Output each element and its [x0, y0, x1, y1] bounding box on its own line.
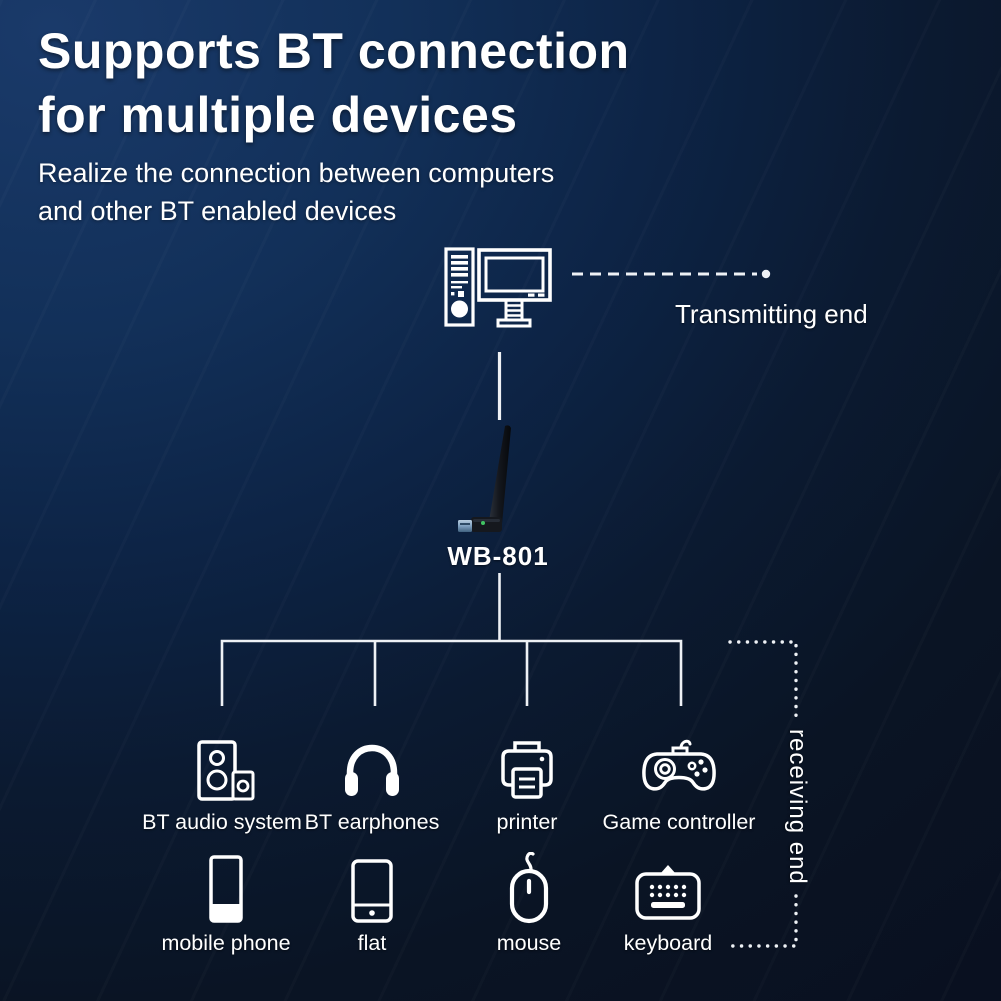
page-title-line1: Supports BT connection	[38, 23, 630, 79]
page-subtitle-line1: Realize the connection between computers	[38, 158, 555, 188]
device-mouse: mouse	[439, 852, 619, 956]
device-label: BT earphones	[304, 810, 440, 834]
transmitting-end-label: Transmitting end	[675, 299, 868, 329]
headphones-icon	[340, 731, 404, 803]
keyboard-icon	[632, 852, 704, 924]
printer-icon	[495, 731, 559, 803]
gamepad-icon	[641, 731, 717, 803]
adapter-antenna	[489, 425, 511, 524]
speaker-icon	[187, 731, 257, 803]
desktop-computer-icon	[444, 247, 552, 328]
receiving-bracket-bottom	[729, 894, 798, 948]
device-label: Game controller	[602, 810, 756, 834]
mouse-icon	[497, 852, 561, 924]
receiving-bracket-top	[728, 640, 798, 722]
device-flat: flat	[282, 852, 462, 956]
usb-antenna-adapter	[458, 425, 511, 532]
page-title-line2: for multiple devices	[38, 87, 518, 143]
device-label: mobile phone	[161, 931, 291, 955]
device-label: BT audio system	[142, 810, 302, 834]
device-mobile-phone: mobile phone	[136, 852, 316, 956]
adapter-usb-plug	[458, 520, 472, 532]
transmit-dot	[761, 269, 771, 279]
page-subtitle-line2: and other BT enabled devices	[38, 196, 397, 226]
tablet-icon	[340, 852, 404, 924]
device-label: flat	[357, 931, 387, 955]
device-bt-audio-system: BT audio system	[132, 731, 312, 835]
branch-lines	[220, 639, 683, 706]
device-label: mouse	[496, 931, 562, 955]
device-printer: printer	[437, 731, 617, 835]
device-label: printer	[496, 810, 558, 834]
device-label: keyboard	[623, 931, 713, 955]
adapter-model-label: WB-801	[447, 541, 549, 571]
adapter-led	[481, 521, 485, 525]
mobile-phone-icon	[194, 852, 258, 924]
device-bt-earphones: BT earphones	[282, 731, 462, 835]
device-keyboard: keyboard	[578, 852, 758, 956]
receiving-end-label: receiving end	[784, 729, 811, 885]
device-game-controller: Game controller	[589, 731, 769, 835]
